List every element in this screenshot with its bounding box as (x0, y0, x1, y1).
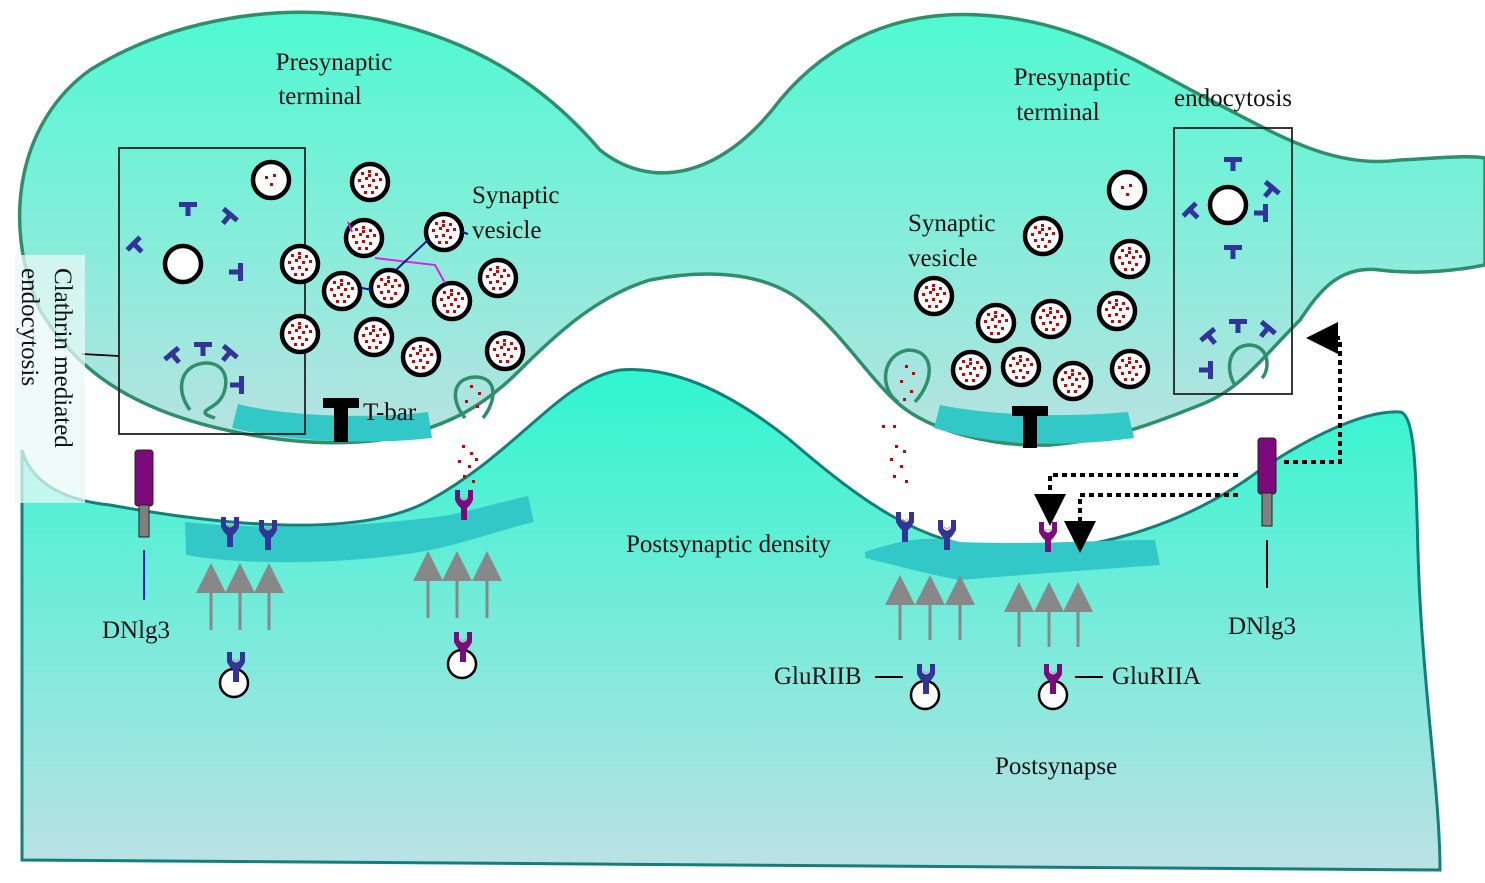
clathrin-coated-pit-left (179, 361, 228, 420)
label-clathrin-mediated-2: endocytosis (16, 268, 43, 386)
label-synaptic-vesicle-left-1: Synaptic (472, 182, 560, 209)
label-gluriib: GluRIIB (774, 663, 862, 690)
label-dnlg3-left: DNlg3 (102, 617, 170, 644)
clathrin-endocytosis-box (118, 147, 306, 435)
dnlg3-right (1257, 437, 1277, 588)
dnlg3-signaling-paths (1034, 322, 1342, 553)
label-presynaptic-right-1: Presynaptic (1014, 64, 1131, 91)
label-postsynapse: Postsynapse (995, 753, 1117, 780)
neurotransmitter-release (458, 365, 915, 483)
receptor-vesicles (218, 631, 1069, 711)
clathrin-coated-pit-right (1227, 343, 1269, 386)
vesicle-tether-blue (361, 231, 469, 291)
receptor-trafficking-arrows (196, 551, 1093, 647)
label-endocytosis: endocytosis (1174, 85, 1292, 112)
fusing-vesicle-left (453, 375, 495, 420)
clathrin-label-bg (15, 255, 85, 503)
label-t-bar: T-bar (363, 399, 417, 426)
label-synaptic-vesicle-left-2: vesicle (472, 217, 541, 244)
label-synaptic-vesicle-right-2: vesicle (908, 245, 977, 272)
fusing-vesicle-right (883, 348, 931, 404)
label-clathrin-mediated-1: Clathrin mediated (49, 268, 76, 448)
active-zone-left (232, 404, 432, 442)
label-synaptic-vesicle-right-1: Synaptic (908, 210, 996, 237)
t-bar-right (1012, 406, 1048, 448)
label-gluriia: GluRIIA (1112, 663, 1201, 690)
label-presynaptic-left-2: terminal (278, 83, 361, 110)
endocytosis-box (1173, 127, 1293, 395)
label-dnlg3-right: DNlg3 (1228, 613, 1296, 640)
label-postsynaptic-density: Postsynaptic density (626, 531, 831, 558)
postsynaptic-density-left (185, 496, 534, 563)
t-bar-left (323, 398, 359, 442)
label-presynaptic-left-1: Presynaptic (276, 49, 393, 76)
vesicle-tether-magenta (347, 221, 446, 284)
clathrin-label-leader (81, 353, 120, 357)
endocytic-vesicle (162, 243, 204, 285)
dnlg3-left (134, 449, 154, 600)
label-presynaptic-right-2: terminal (1016, 99, 1099, 126)
postsynaptic-cell (20, 368, 1442, 872)
endocytic-vesicle (1207, 184, 1249, 226)
